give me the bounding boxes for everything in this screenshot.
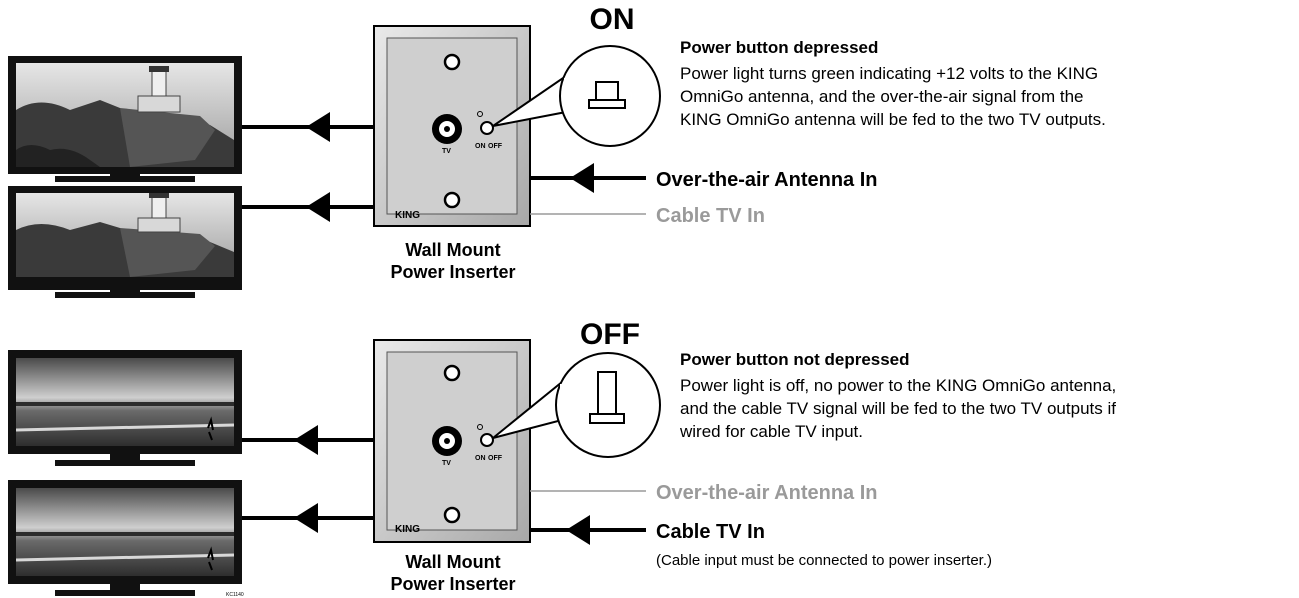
input-cable-antenna-active bbox=[530, 163, 646, 193]
tv-monitor-top-1 bbox=[8, 56, 242, 182]
power-switch-icon[interactable] bbox=[480, 433, 494, 447]
switch-off-label: OFF bbox=[488, 143, 503, 150]
switch-callout-on bbox=[492, 45, 661, 147]
lighthouse-scene bbox=[16, 63, 234, 167]
switch-callout-off bbox=[492, 352, 661, 458]
sea-horizon-scene bbox=[16, 358, 234, 446]
plate-brand-logo: KING bbox=[395, 524, 420, 535]
cable-input-note: (Cable input must be connected to power … bbox=[656, 552, 992, 569]
wall-plate-top: TV ON OFF KING bbox=[373, 25, 531, 227]
description-line: wired for cable TV input. bbox=[679, 422, 863, 441]
tv-monitor-bottom-2: KC1140 bbox=[8, 480, 244, 598]
power-light-icon bbox=[477, 111, 483, 117]
description-line: and the cable TV signal will be fed to t… bbox=[680, 399, 1116, 418]
description-line: OmniGo antenna, and the over-the-air sig… bbox=[680, 87, 1084, 106]
input-label-cable: Cable TV In bbox=[656, 521, 765, 543]
screw-icon bbox=[443, 191, 461, 209]
description-heading: Power button not depressed bbox=[680, 350, 910, 369]
tv-monitor-top-2 bbox=[8, 186, 242, 298]
plate-caption-line1: Wall Mount bbox=[405, 240, 500, 260]
state-label-off: OFF bbox=[580, 318, 640, 351]
output-cable-top-2 bbox=[242, 192, 376, 222]
jack-label: TV bbox=[442, 148, 451, 155]
jack-label: TV bbox=[442, 460, 451, 467]
sea-horizon-scene bbox=[16, 488, 234, 576]
plate-caption-line1: Wall Mount bbox=[405, 552, 500, 572]
description-line: Power light is off, no power to the KING… bbox=[680, 376, 1116, 395]
panel-off: KC1140 TV ON OFF KING bbox=[8, 318, 1116, 598]
power-switch-icon[interactable] bbox=[480, 121, 494, 135]
button-raised-icon bbox=[589, 371, 625, 424]
tv-monitor-bottom-1 bbox=[8, 350, 242, 466]
plate-brand-logo: KING bbox=[395, 210, 420, 221]
description-line: Power light turns green indicating +12 v… bbox=[680, 64, 1098, 83]
wall-plate-bottom: TV ON OFF KING bbox=[373, 339, 531, 543]
description-heading: Power button depressed bbox=[680, 38, 878, 57]
input-cable-cable-active bbox=[530, 515, 646, 545]
screw-icon bbox=[443, 53, 461, 71]
input-label-antenna: Over-the-air Antenna In bbox=[656, 482, 878, 504]
input-label-antenna: Over-the-air Antenna In bbox=[656, 169, 878, 191]
button-depressed-icon bbox=[588, 81, 626, 109]
input-label-cable: Cable TV In bbox=[656, 205, 765, 227]
coax-jack-icon bbox=[432, 426, 462, 456]
plate-caption-line2: Power Inserter bbox=[390, 262, 515, 282]
lighthouse-scene bbox=[16, 193, 234, 277]
output-cable-bottom-2 bbox=[242, 503, 376, 533]
screw-icon bbox=[443, 506, 461, 524]
description-line: KING OmniGo antenna will be fed to the t… bbox=[680, 110, 1106, 129]
plate-caption-line2: Power Inserter bbox=[390, 574, 515, 594]
power-light-icon bbox=[477, 424, 483, 430]
coax-jack-icon bbox=[432, 114, 462, 144]
state-label-on: ON bbox=[590, 3, 635, 36]
switch-on-label: ON bbox=[475, 143, 486, 150]
switch-off-label: OFF bbox=[488, 455, 503, 462]
switch-on-label: ON bbox=[475, 455, 486, 462]
screw-icon bbox=[443, 364, 461, 382]
panel-on: TV ON OFF KING Wall Mount Power Inserter… bbox=[8, 3, 1106, 298]
figure-code: KC1140 bbox=[226, 592, 244, 598]
